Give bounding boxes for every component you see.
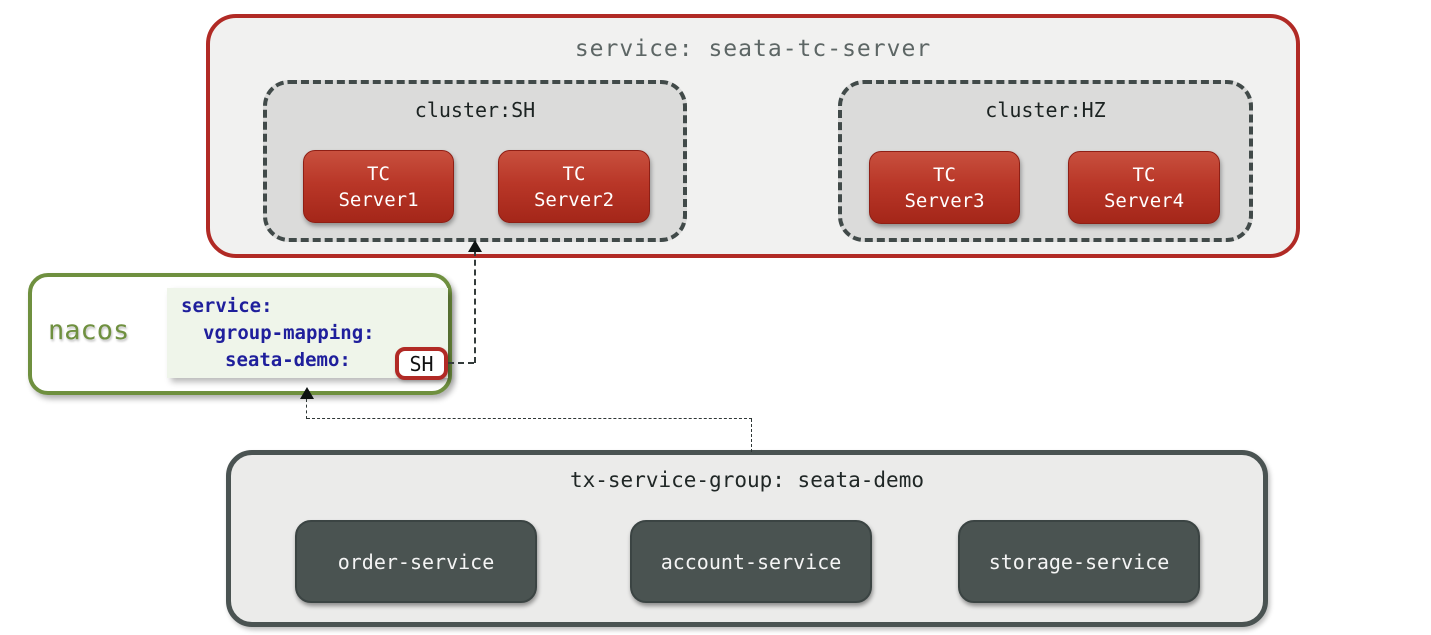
nacos-label: nacos [48,315,130,346]
tc-server3-node: TC Server3 [869,151,1020,224]
tc-server1-line2: Server1 [338,188,419,211]
connector-tx-horizontal [307,418,752,419]
cluster-hz-group: cluster:HZ TC Server3 TC Server4 [838,80,1253,242]
tc-server3-line1: TC [933,163,956,186]
storage-service-node: storage-service [958,520,1200,603]
tc-server-title: service: seata-tc-server [574,36,932,62]
cluster-sh-label: cluster:SH [414,98,536,122]
config-line-service: service: [181,295,273,317]
connector-tx-riser [751,419,752,452]
connector-tx-vertical [306,399,307,419]
tx-service-group-title: tx-service-group: seata-demo [569,468,924,492]
tx-service-group-container: tx-service-group: seata-demo order-servi… [226,450,1268,627]
tc-server4-line2: Server4 [1103,189,1185,212]
arrow-up-icon [468,240,482,252]
tc-server2-line2: Server2 [533,188,615,211]
tc-server2-node: TC Server2 [498,150,650,223]
order-service-node: order-service [295,520,537,603]
connector-sh-horizontal [448,362,474,364]
tc-server1-node: TC Server1 [303,150,454,223]
tc-server4-node: TC Server4 [1068,151,1220,224]
cluster-hz-label: cluster:HZ [985,98,1106,122]
tc-server2-line1: TC [562,162,586,185]
tc-server-container: service: seata-tc-server cluster:SH TC S… [206,14,1300,258]
arrow-up-icon [300,387,314,399]
tc-server1-line1: TC [367,162,390,185]
config-line-vgroup-mapping: vgroup-mapping: [203,322,375,344]
nacos-box: nacos service: vgroup-mapping: seata-dem… [28,273,452,395]
config-line-seata-demo: seata-demo: [225,349,351,371]
order-service-label: order-service [337,549,495,574]
cluster-sh-group: cluster:SH TC Server1 TC Server2 [263,80,687,242]
nacos-config-panel: service: vgroup-mapping: seata-demo: SH [167,288,448,380]
connector-sh-vertical [474,250,476,363]
tc-server4-line1: TC [1132,163,1156,186]
tc-server3-line2: Server3 [904,189,985,212]
account-service-label: account-service [660,549,842,574]
account-service-node: account-service [630,520,872,603]
storage-service-label: storage-service [988,549,1170,574]
cluster-value-chip: SH [395,347,448,380]
